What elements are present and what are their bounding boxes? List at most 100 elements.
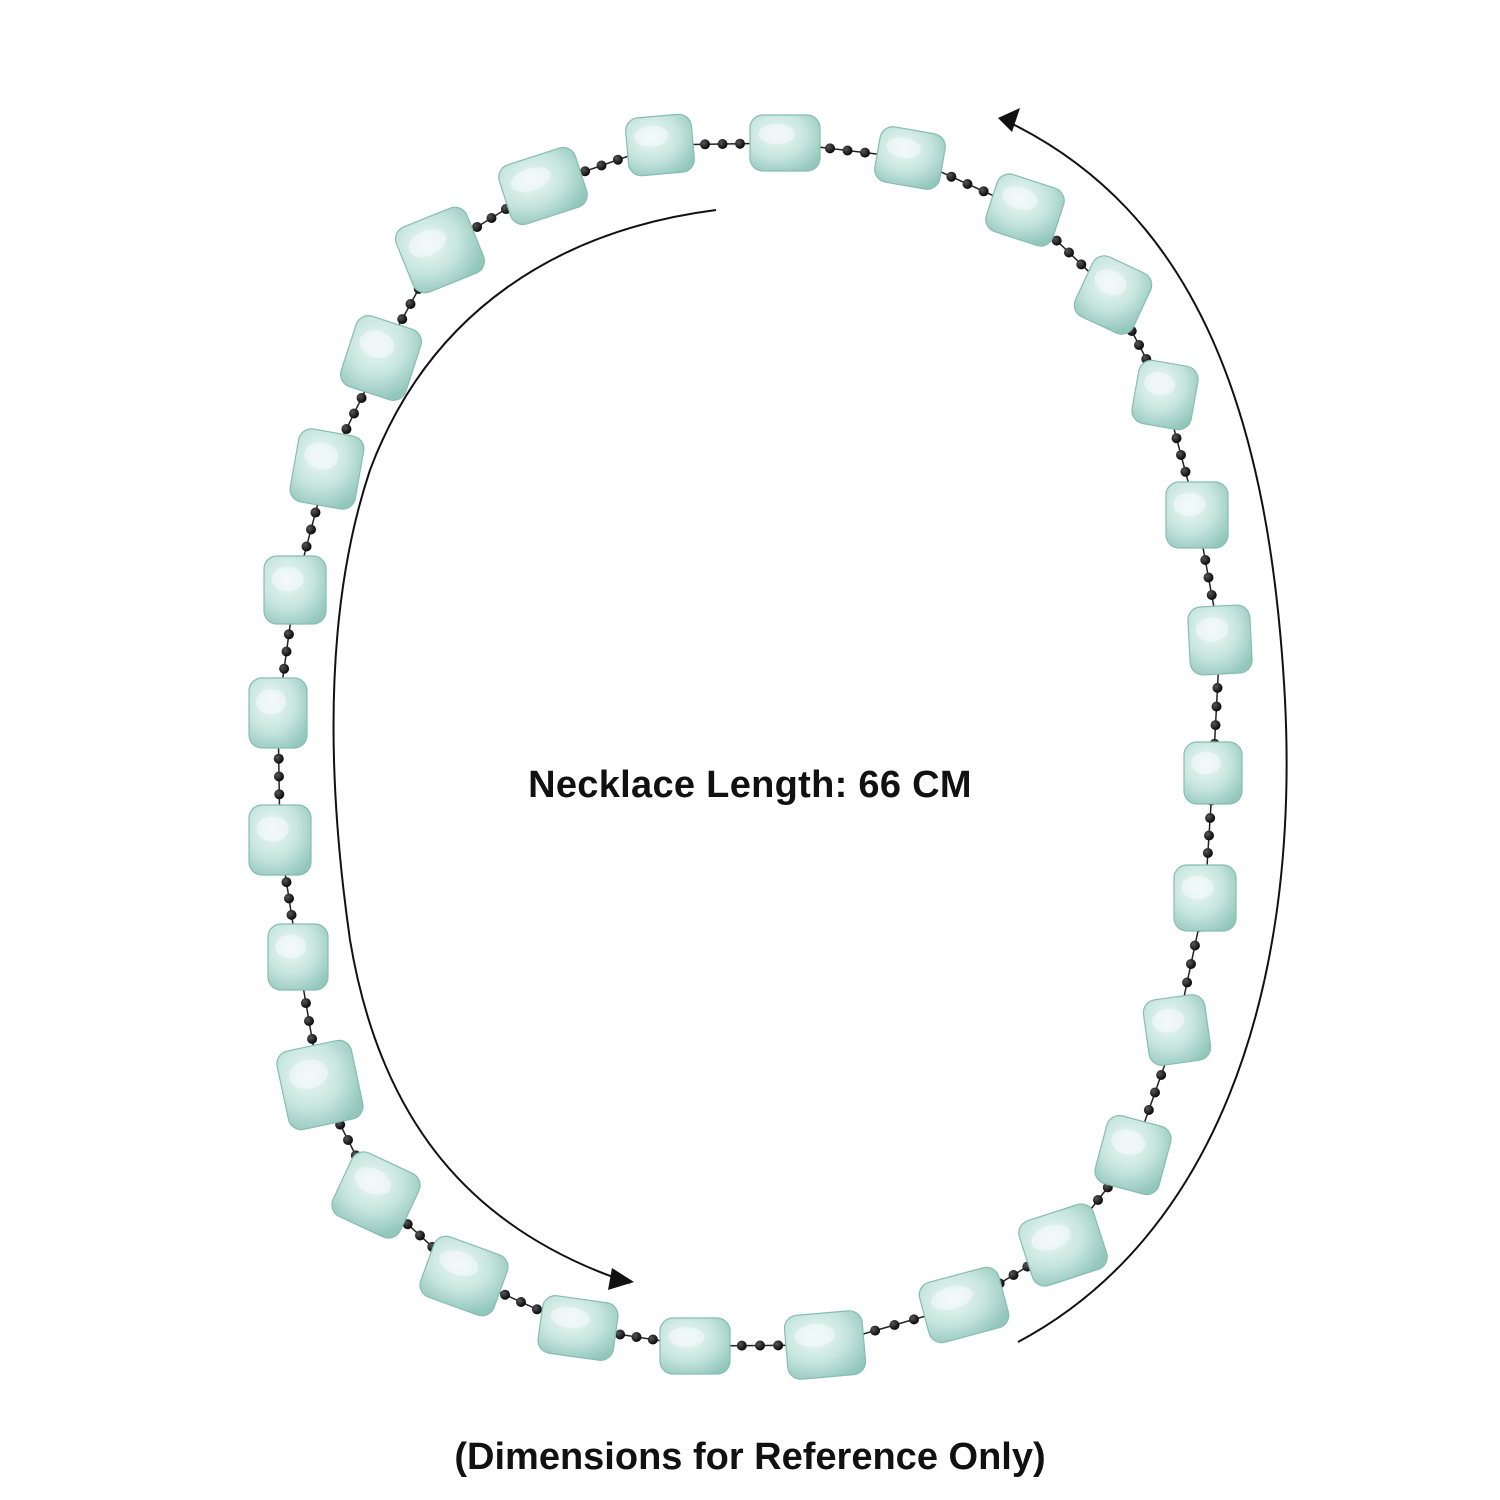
spacer-bead [1182,977,1193,988]
dimensions-disclaimer: (Dimensions for Reference Only) [454,1436,1046,1478]
spacer-bead [1150,1087,1160,1098]
gemstone-bead [331,1151,421,1239]
gemstone-bead [783,1310,867,1380]
right-arrowhead-icon [998,108,1020,132]
spacer-bead [306,524,316,535]
spacer-bead [1176,450,1186,460]
spacer-bead [1064,247,1074,258]
left-measure-arc [332,209,717,1284]
spacer-bead [274,771,284,782]
spacer-bead [1200,555,1211,565]
gemstone-bead [659,1317,731,1375]
spacer-bead [1156,1070,1167,1080]
spacer-bead [1051,235,1062,246]
spacer-bead [825,143,835,154]
gemstone-bead [498,146,588,226]
spacer-bead [402,1219,413,1230]
left-arrowhead-icon [608,1268,634,1290]
spacer-bead [889,1320,900,1330]
gemstone-bead [985,173,1065,247]
right-measure-arc [999,117,1288,1343]
gemstone-bead [340,315,422,401]
spacer-bead [735,138,745,149]
spacer-bead [300,998,311,1009]
spacer-bead [349,408,359,419]
spacer-bead [1093,1195,1103,1205]
gemstone-beads [248,113,1253,1380]
spacer-bead [580,166,591,177]
spacer-bead [356,392,367,403]
spacer-bead [500,1289,511,1300]
spacer-bead [842,145,853,156]
spacer-bead [531,1304,542,1315]
gemstone-bead [537,1295,619,1361]
spacer-bead [615,1329,626,1340]
gemstone-bead [1142,994,1212,1066]
spacer-bead [596,160,607,171]
gemstone-bead [874,126,946,190]
spacer-bead [310,507,321,518]
spacer-bead [860,147,870,158]
spacer-bead [700,139,710,150]
spacer-bead [279,663,290,674]
spacer-bead [1206,590,1217,600]
spacer-bead [736,1340,747,1351]
spacer-bead [415,1230,425,1241]
spacer-bead [962,179,973,189]
gemstone-bead [1131,359,1199,431]
necklace-string [277,142,1221,1347]
gemstone-bead [267,923,329,991]
spacer-bead [1180,466,1191,477]
spacer-bead [343,1135,353,1145]
spacer-bead [274,789,285,800]
gemstone-bead [419,1235,509,1317]
spacer-bead [1212,682,1223,693]
spacer-bead [1203,572,1214,583]
necklace-length-label: Necklace Length: 66 CM [528,764,972,806]
spacer-bead [1076,259,1087,270]
spacer-bead [1134,340,1144,350]
gemstone-bead [918,1266,1010,1344]
gemstone-bead [1165,481,1229,549]
gemstone-bead [1094,1114,1172,1196]
spacer-bead [472,221,483,232]
spacer-bead [341,424,352,435]
gemstone-bead [1018,1203,1108,1287]
spacer-bead [307,1033,318,1044]
spacer-bead [870,1325,881,1336]
gemstone-bead [289,428,365,510]
spacer-bead [273,753,284,764]
spacer-bead [773,1340,784,1351]
spacer-bead [1210,720,1221,731]
gemstone-bead [394,206,486,294]
spacer-bead [304,1016,314,1026]
spacer-bead [978,186,989,197]
gemstone-bead [263,555,327,625]
spacer-bead [516,1297,526,1307]
spacer-bead [1211,701,1222,712]
spacer-bead [281,646,292,657]
gemstone-bead [625,113,695,177]
spacer-bead [1204,830,1214,841]
spacer-bead [1205,813,1216,823]
spacer-bead [286,909,297,920]
spacer-bead [631,1332,642,1342]
spacer-bead [908,1314,919,1325]
spacer-bead [486,213,497,223]
spacer-bead [1143,1105,1154,1115]
spacer-bead [1008,1270,1019,1280]
spacer-bead [717,139,728,149]
spacer-bead [946,171,957,182]
spacer-bead [647,1334,658,1345]
spacer-bead [755,1340,765,1351]
gemstone-bead [1173,864,1237,932]
spacer-bead [281,877,292,888]
gemstone-bead [749,114,821,172]
spacer-bead [283,629,294,640]
spacer-bead [397,314,408,325]
gemstone-bead [1187,604,1253,676]
spacer-bead [301,541,312,552]
spacer-beads [273,138,1224,1351]
spacer-bead [1186,959,1196,969]
